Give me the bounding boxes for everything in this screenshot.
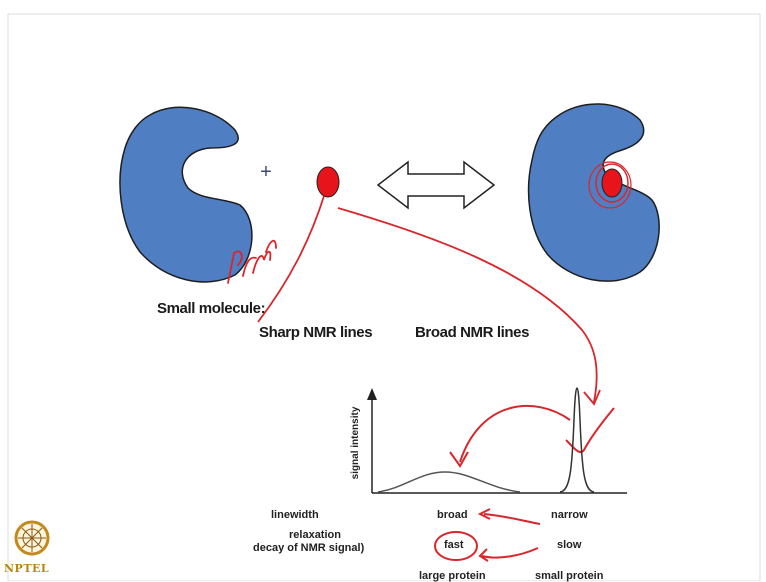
nptel-logo-text: NPTEL: [4, 562, 49, 575]
broad-lines-label: Broad NMR lines: [415, 324, 529, 341]
linewidth-label: linewidth: [271, 509, 319, 521]
ligand-bound: [602, 169, 622, 197]
ligand-free: [317, 167, 339, 197]
nptel-logo-icon: [16, 522, 48, 554]
plus-sign: +: [260, 161, 272, 183]
slide-frame: [8, 14, 760, 581]
sharp-lines-label: Sharp NMR lines: [259, 324, 372, 341]
small-protein-label: small protein: [535, 570, 603, 582]
narrow-value: narrow: [551, 509, 588, 521]
small-molecule-label: Small molecule:: [157, 300, 265, 317]
protein-right: [529, 104, 660, 281]
fast-value: fast: [444, 539, 464, 551]
broad-value: broad: [437, 509, 468, 521]
decay-label: decay of NMR signal): [253, 542, 364, 554]
large-protein-label: large protein: [419, 570, 486, 582]
y-axis-label: signal intensity: [350, 406, 361, 479]
slow-value: slow: [557, 539, 581, 551]
relaxation-label: relaxation: [289, 529, 341, 541]
